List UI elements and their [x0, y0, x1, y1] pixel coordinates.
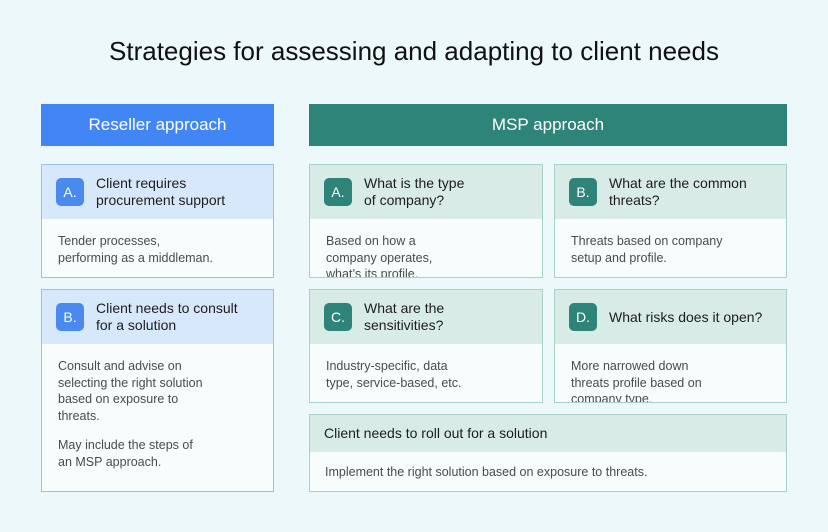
card-description: Industry-specific, data type, service-ba… [326, 359, 462, 390]
msp-card-c: C. What are the sensitivities? Industry-… [309, 289, 543, 403]
reseller-card-a: A. Client requires procurement support T… [41, 164, 274, 278]
card-question: What are the common threats? [609, 175, 747, 208]
badge-b: B. [569, 178, 597, 206]
card-description: Based on how a company operates, what’s … [326, 234, 433, 278]
card-description: Tender processes, performing as a middle… [58, 234, 213, 265]
card-question: What are the sensitivities? [364, 300, 445, 333]
card-description: Threats based on company setup and profi… [571, 234, 723, 265]
rollout-description: Implement the right solution based on ex… [325, 465, 648, 479]
msp-card-b: B. What are the common threats? Threats … [554, 164, 787, 278]
card-description: More narrowed down threats profile based… [571, 359, 702, 403]
card-description: Consult and advise on selecting the righ… [58, 359, 203, 469]
badge-b: B. [56, 303, 84, 331]
rollout-heading: Client needs to roll out for a solution [324, 425, 548, 441]
card-question: Client requires procurement support [96, 175, 226, 208]
reseller-card-b: B. Client needs to consult for a solutio… [41, 289, 274, 492]
msp-rollout-card: Client needs to roll out for a solution … [309, 414, 787, 492]
card-question: What risks does it open? [609, 308, 763, 325]
msp-approach-header: MSP approach [309, 104, 787, 146]
msp-header-label: MSP approach [491, 115, 605, 134]
badge-d: D. [569, 303, 597, 331]
badge-a: A. [56, 178, 84, 206]
page-title: Strategies for assessing and adapting to… [109, 36, 719, 66]
card-question: Client needs to consult for a solution [96, 300, 238, 333]
reseller-header-label: Reseller approach [88, 115, 227, 134]
card-question: What is the type of company? [364, 175, 465, 208]
reseller-approach-header: Reseller approach [41, 104, 274, 146]
badge-c: C. [324, 303, 352, 331]
msp-card-d: D. What risks does it open? More narrowe… [554, 289, 787, 403]
badge-a: A. [324, 178, 352, 206]
msp-card-a: A. What is the type of company? Based on… [309, 164, 543, 278]
